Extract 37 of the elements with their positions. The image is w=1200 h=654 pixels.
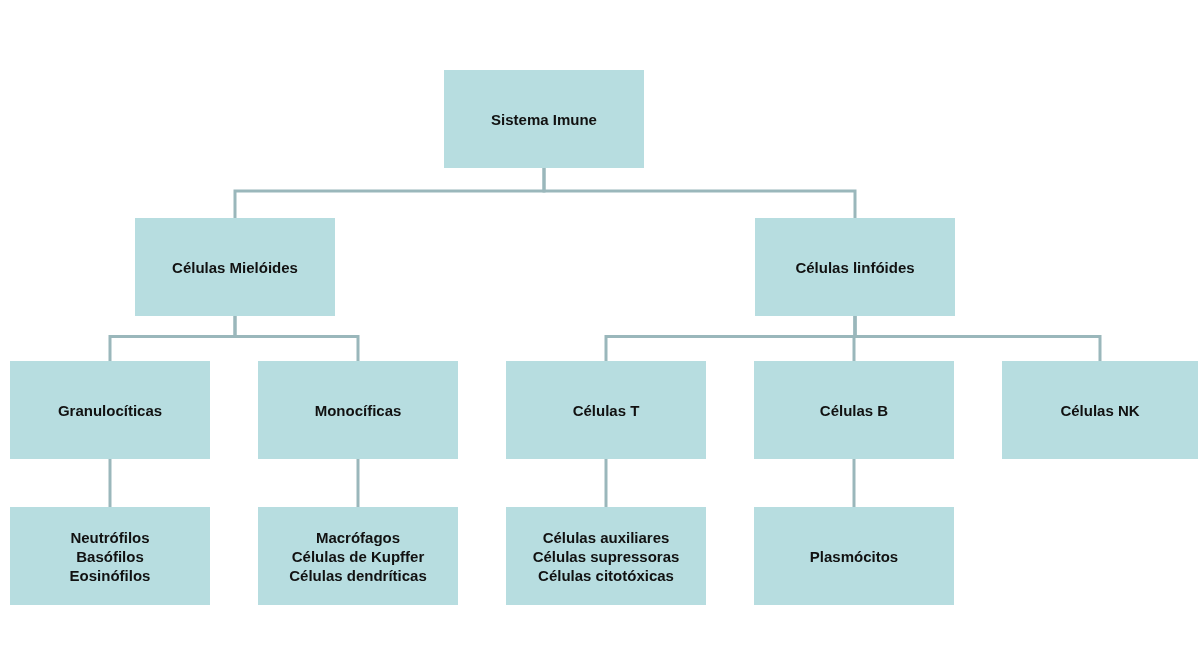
category-box — [258, 361, 458, 459]
box-text: Células de Kupffer — [291, 546, 425, 566]
category-box — [135, 218, 335, 316]
box-text: Células T — [572, 400, 640, 420]
category-box — [755, 218, 955, 316]
connector-line — [853, 316, 1102, 361]
category-box — [258, 507, 458, 605]
box-text: Plasmócitos — [809, 546, 899, 566]
box-text: Células supressoras — [532, 546, 680, 566]
box-text: Monocíficas — [314, 400, 402, 420]
box-text: Células linfóides — [795, 257, 915, 277]
box-text: Células citotóxicas — [538, 565, 674, 585]
box-text: Células NK — [1060, 400, 1140, 420]
connector-line — [542, 168, 857, 218]
connector-line — [233, 316, 360, 361]
category-box — [506, 507, 706, 605]
connector-line — [604, 459, 608, 507]
box-text: Células B — [819, 400, 889, 420]
category-box — [754, 361, 954, 459]
box-text: Basófilos — [76, 546, 144, 566]
box-text: Células dendríticas — [289, 565, 427, 585]
box-text: Células auxiliares — [542, 527, 670, 547]
box-text: Granulocíticas — [57, 400, 163, 420]
box-text: Células Mielóides — [172, 257, 298, 277]
connector-line — [852, 459, 856, 507]
box-text: Macrófagos — [315, 527, 401, 547]
box-text: Eosinófilos — [69, 565, 151, 585]
category-box — [1002, 361, 1198, 459]
category-box — [10, 361, 210, 459]
box-text: Neutrófilos — [70, 527, 150, 547]
connector-line — [108, 459, 112, 507]
category-box — [10, 507, 210, 605]
category-box — [754, 507, 954, 605]
category-box — [444, 70, 644, 168]
category-box — [506, 361, 706, 459]
box-text: Sistema Imune — [491, 109, 597, 129]
connector-line — [356, 459, 360, 507]
